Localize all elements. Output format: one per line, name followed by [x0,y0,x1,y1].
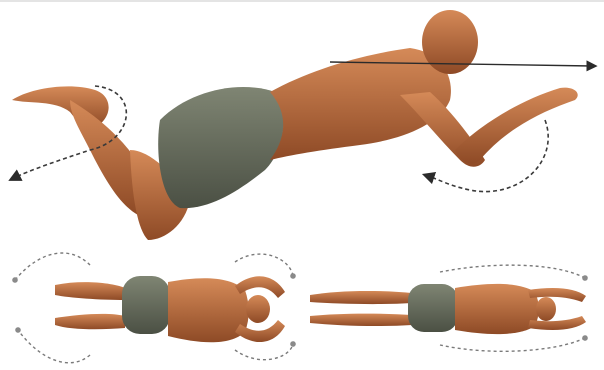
shorts [158,87,284,208]
tv1-arm-arc-top [235,254,293,276]
top-view-figure-2 [310,284,586,334]
tv2-leg-upper [310,291,412,304]
tv2-arc-bottom [440,338,585,351]
tv1-shorts [122,276,170,334]
top-view-figure-1 [55,276,285,342]
forearm-and-hand [455,88,578,164]
tv1-leg-lower [55,314,125,329]
tv2-leg-lower [310,314,412,326]
tv2-head [536,297,556,321]
tv1-leg-arc-top [15,253,90,280]
tv1-arm-arc-bottom [235,344,293,360]
tv1-leg-arc-bottom [18,330,90,363]
tv2-arc-top [440,265,585,278]
tv1-leg-upper [55,282,125,300]
tv2-torso [455,284,539,334]
tv2-shorts [408,284,458,332]
side-view-figure [12,10,578,240]
tv1-head [246,295,270,323]
